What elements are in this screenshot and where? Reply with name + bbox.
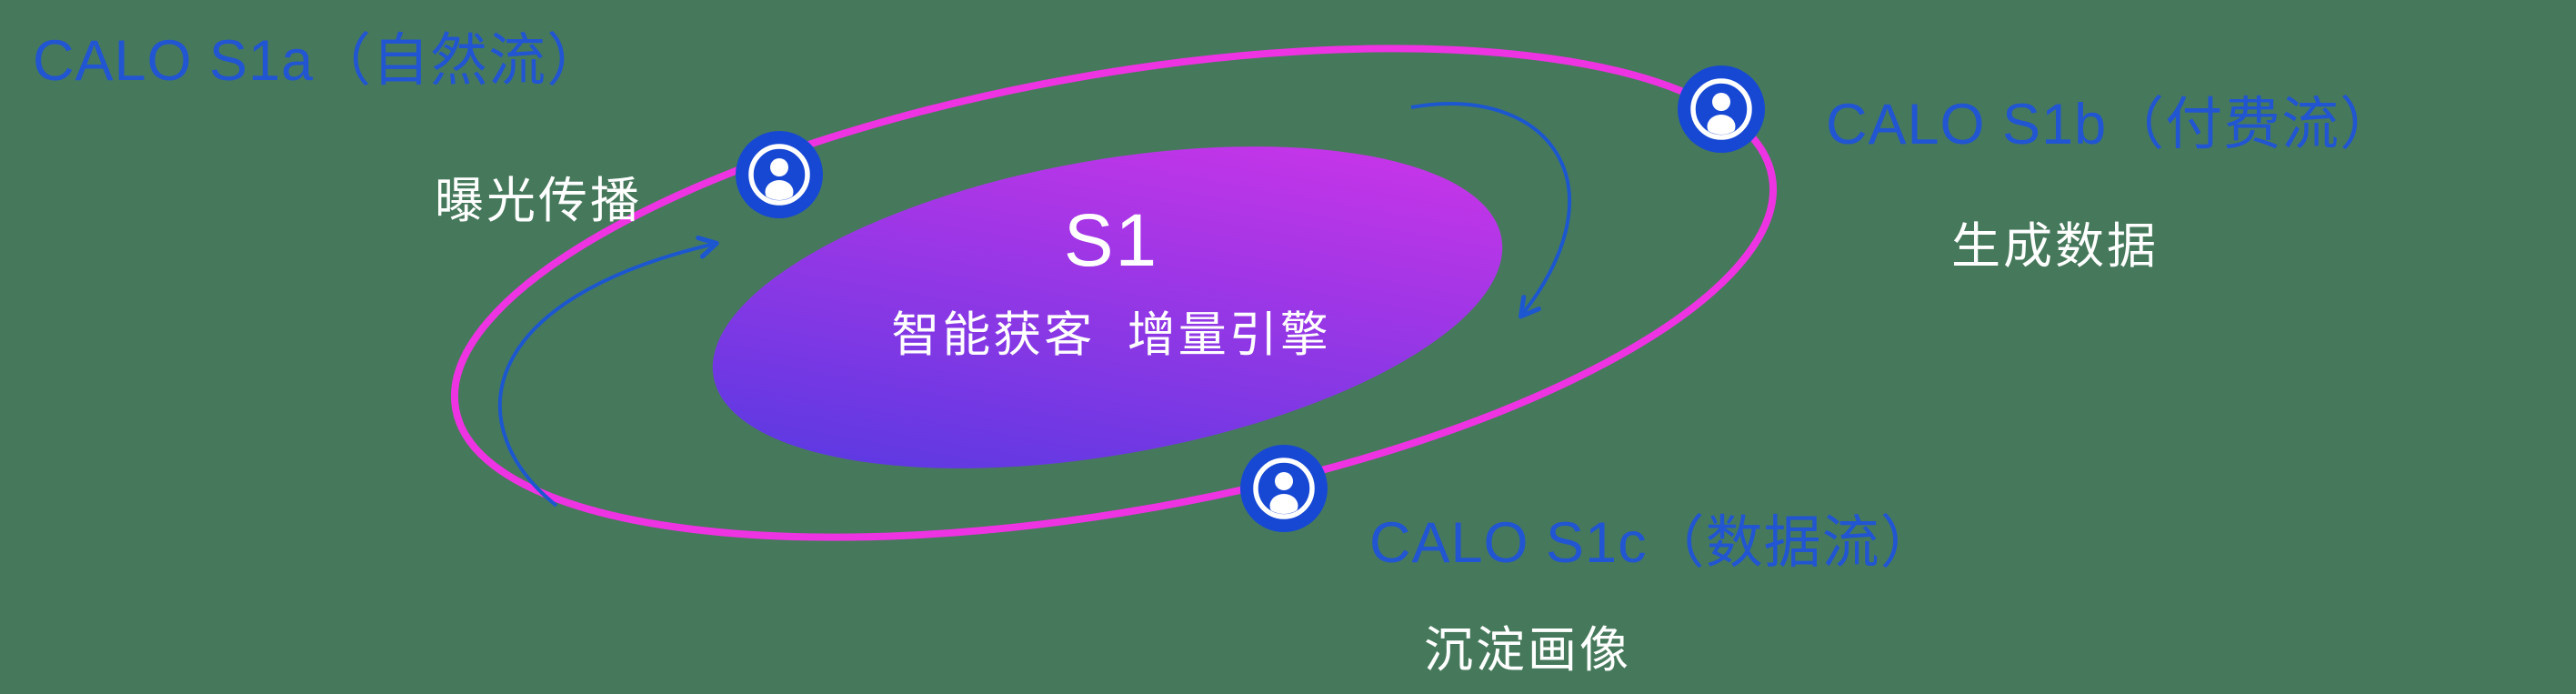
center-text-block: S1 智能获客 增量引擎 (793, 198, 1429, 366)
node-s1c (1240, 445, 1328, 532)
center-ellipse (712, 146, 1503, 468)
center-title: S1 (1063, 199, 1159, 282)
node-s1b (1678, 65, 1765, 153)
flow-arrow-left (497, 235, 719, 508)
node-s1a (736, 131, 823, 218)
label-s1b-title: CALO S1b（付费流） (1826, 93, 2399, 156)
flow-arrow-top-right (1410, 102, 1572, 319)
label-s1a-subtitle: 曝光传播 (435, 174, 642, 228)
label-s1c-subtitle: 沉淀画像 (1424, 623, 1631, 678)
label-s1b-subtitle: 生成数据 (1951, 219, 2159, 274)
label-s1c-title: CALO S1c（数据流） (1369, 511, 1939, 575)
label-s1a-title: CALO S1a（自然流） (33, 29, 606, 93)
orbit-ellipse (450, 45, 1778, 541)
center-subtitle: 智能获客 增量引擎 (891, 308, 1331, 362)
